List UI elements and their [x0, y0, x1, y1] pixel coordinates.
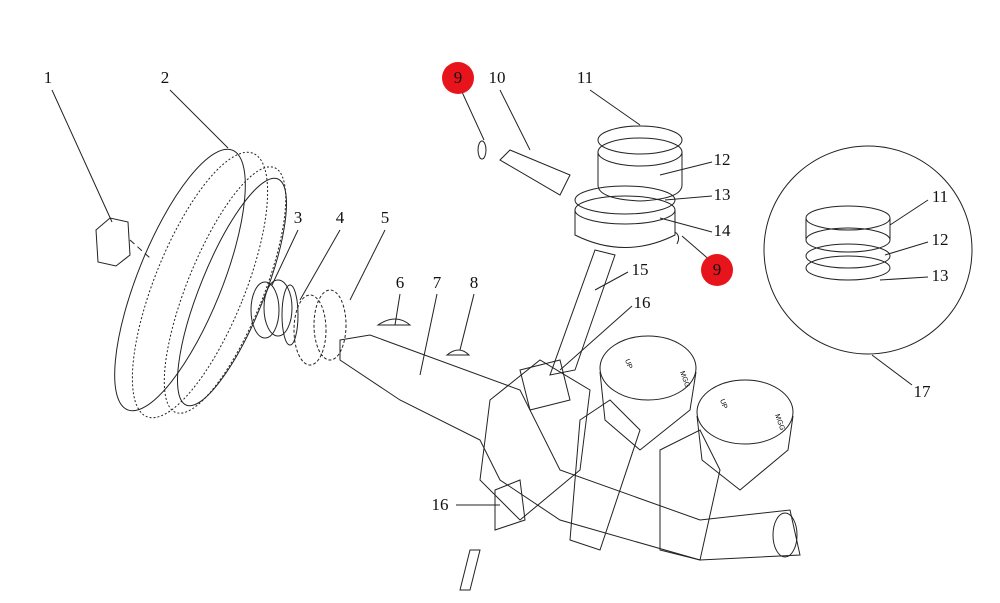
nut [95, 217, 151, 267]
assembled-piston [599, 335, 794, 491]
washer [281, 284, 299, 346]
piston-mark-up: UP [718, 398, 728, 410]
piston-mark-up: UP [623, 358, 633, 370]
detail-inset-circle [763, 145, 973, 355]
callout-4: 4 [335, 208, 345, 227]
flywheel [114, 148, 287, 419]
bearing [250, 279, 293, 339]
callout-10: 10 [488, 68, 506, 87]
gear [293, 289, 347, 366]
leader-lines [51, 89, 929, 506]
piston-mark-mgg: MGG [678, 370, 690, 388]
woodruff-key [445, 349, 471, 356]
callout-3: 3 [293, 208, 303, 227]
callout-12: 12 [713, 150, 731, 169]
callout-11: 11 [576, 68, 594, 87]
circlip [674, 231, 680, 245]
callout-11-inset: 11 [931, 187, 949, 206]
callout-13-inset: 13 [931, 266, 949, 285]
callout-15: 15 [631, 260, 649, 279]
callout-12-inset: 12 [931, 230, 949, 249]
piston-pin [477, 140, 571, 196]
connecting-rod [459, 249, 616, 591]
callout-5: 5 [380, 208, 390, 227]
woodruff-key [376, 318, 412, 326]
callout-13: 13 [713, 185, 731, 204]
callout-14: 14 [713, 221, 731, 240]
piston-assembly [574, 125, 683, 248]
callout-16: 16 [633, 293, 651, 312]
callout-7: 7 [432, 273, 442, 292]
inset-piston-rings [805, 205, 891, 281]
callout-2: 2 [160, 68, 170, 87]
callout-6: 6 [395, 273, 405, 292]
piston-mark-mgg: MGG [773, 413, 785, 431]
crankshaft [339, 334, 801, 561]
callout-1: 1 [43, 68, 53, 87]
callout-9-highlighted[interactable]: 9 [701, 254, 733, 286]
callout-17: 17 [913, 382, 931, 401]
callout-16: 16 [431, 495, 449, 514]
callout-8: 8 [469, 273, 479, 292]
callout-9-highlighted[interactable]: 9 [442, 62, 474, 94]
